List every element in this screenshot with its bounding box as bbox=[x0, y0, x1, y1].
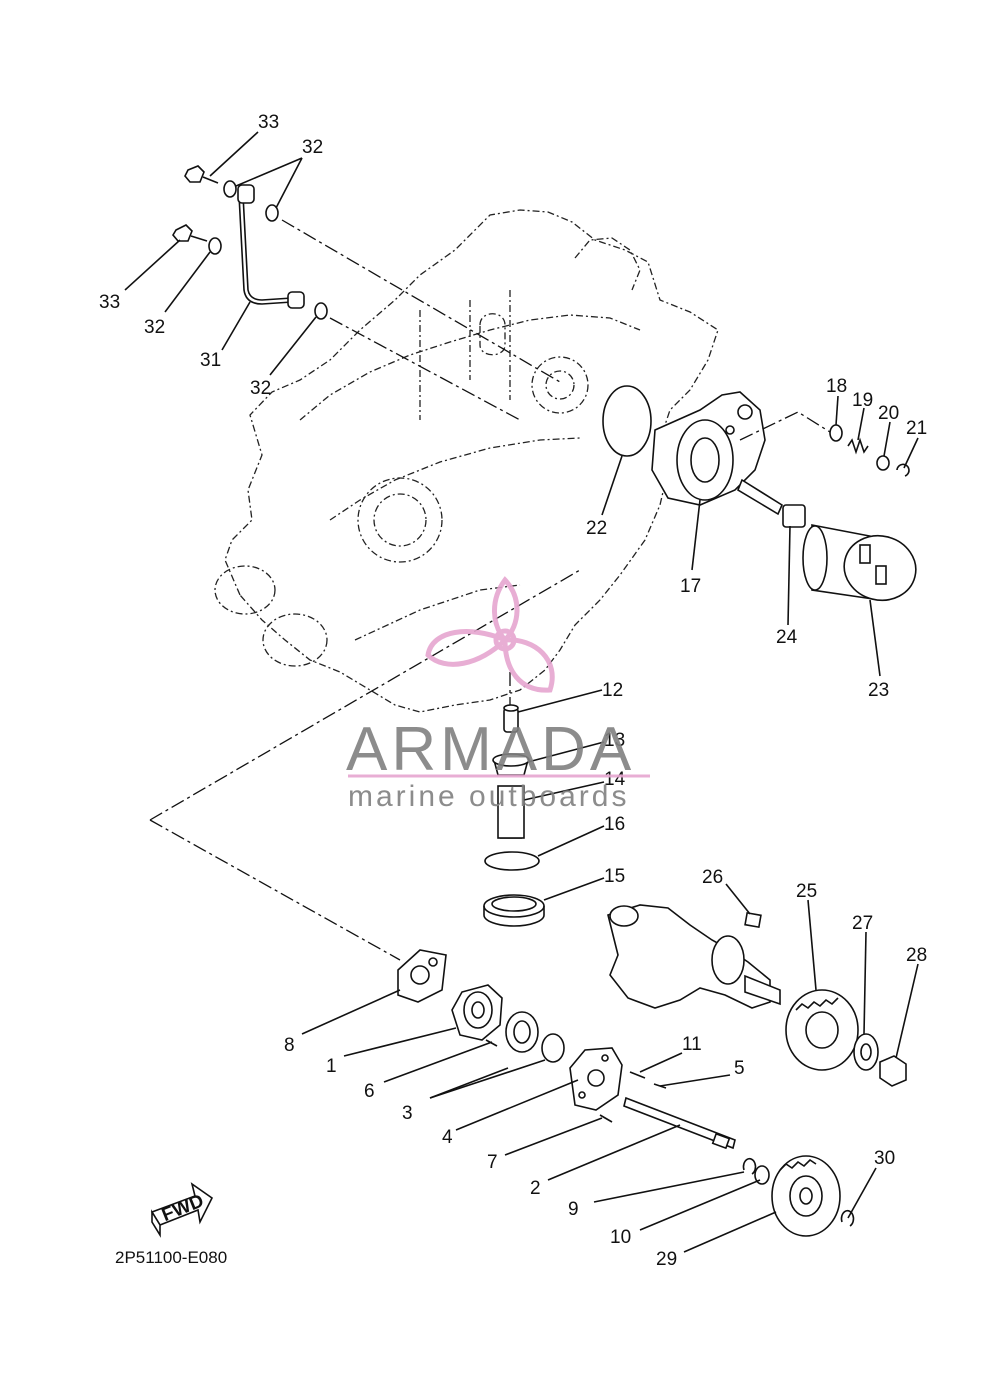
callout-12: 12 bbox=[602, 680, 623, 701]
callout-5: 5 bbox=[734, 1058, 745, 1079]
oil-pump-rotor-outer bbox=[505, 1011, 539, 1053]
oil-pump-rotor-inner bbox=[541, 1033, 565, 1063]
armada-name: ARMADA bbox=[346, 715, 635, 784]
callout-26: 26 bbox=[702, 867, 723, 888]
oil-delivery-pipe bbox=[237, 184, 305, 309]
callout-2: 2 bbox=[530, 1178, 541, 1199]
callout-32-left: 32 bbox=[144, 317, 165, 338]
oil-pump-gasket bbox=[397, 949, 447, 1003]
callout-10: 10 bbox=[610, 1227, 631, 1248]
oil-strainer-bolt bbox=[503, 704, 519, 733]
water-pump-housing bbox=[607, 904, 781, 1009]
callout-33-upper: 33 bbox=[258, 112, 279, 133]
armada-logo-mark bbox=[425, 576, 555, 693]
nut-28 bbox=[879, 1055, 907, 1087]
leader-lines bbox=[124, 131, 919, 1253]
fwd-arrow: FWD bbox=[150, 1182, 214, 1238]
circlip-9 bbox=[742, 1157, 757, 1175]
callout-8: 8 bbox=[284, 1035, 295, 1056]
strainer-spring bbox=[497, 785, 525, 839]
screw-11 bbox=[629, 1071, 646, 1079]
callout-27: 27 bbox=[852, 913, 873, 934]
washer-10 bbox=[754, 1165, 770, 1185]
drive-shaft-2 bbox=[623, 1096, 736, 1150]
callout-7: 7 bbox=[487, 1152, 498, 1173]
callout-13: 13 bbox=[604, 730, 625, 751]
callout-31: 31 bbox=[200, 350, 221, 371]
callout-11: 11 bbox=[682, 1034, 702, 1055]
callout-21: 21 bbox=[906, 418, 927, 439]
callout-16: 16 bbox=[604, 814, 625, 835]
relief-valve-set bbox=[829, 424, 910, 477]
callout-15: 15 bbox=[604, 866, 625, 887]
union-bolt-lower bbox=[172, 224, 208, 242]
callout-32-upper: 32 bbox=[302, 137, 323, 158]
gasket-washers bbox=[208, 180, 328, 320]
screw-7 bbox=[599, 1114, 613, 1123]
callout-32-right: 32 bbox=[250, 378, 271, 399]
callout-17: 17 bbox=[680, 576, 701, 597]
callout-14: 14 bbox=[604, 769, 626, 790]
callout-numbers: 33 32 33 32 31 32 18 19 20 21 22 17 24 2… bbox=[99, 112, 927, 1270]
callout-29: 29 bbox=[656, 1249, 677, 1270]
oil-pump-cover bbox=[569, 1047, 623, 1111]
key-26 bbox=[744, 911, 762, 929]
o-ring-16 bbox=[484, 851, 540, 871]
diagram-code: 2P51100-E080 bbox=[115, 1248, 227, 1267]
oil-filter-stud bbox=[737, 478, 806, 528]
circlip-30 bbox=[840, 1209, 855, 1227]
lock-washer-27 bbox=[853, 1033, 879, 1071]
callout-25: 25 bbox=[796, 881, 817, 902]
oil-seal-15 bbox=[483, 894, 545, 927]
oil-pump-housing bbox=[451, 984, 503, 1041]
oil-filter-cartridge bbox=[802, 524, 917, 602]
callout-28: 28 bbox=[906, 945, 927, 966]
impeller-gear-25 bbox=[785, 989, 859, 1071]
callout-19: 19 bbox=[852, 390, 873, 411]
callout-22: 22 bbox=[586, 518, 607, 539]
callout-18: 18 bbox=[826, 376, 847, 397]
callout-4: 4 bbox=[442, 1127, 453, 1148]
callout-3: 3 bbox=[402, 1103, 413, 1124]
union-bolt-upper bbox=[184, 165, 219, 184]
oil-filter-housing bbox=[651, 391, 766, 506]
armada-tagline: marine outboards bbox=[348, 780, 629, 813]
armada-watermark: ARMADA marine outboards bbox=[346, 576, 650, 813]
o-ring-22 bbox=[602, 385, 652, 457]
callout-6: 6 bbox=[364, 1081, 375, 1102]
callout-23: 23 bbox=[868, 680, 889, 701]
callout-20: 20 bbox=[878, 403, 899, 424]
callout-1: 1 bbox=[326, 1056, 337, 1077]
driven-gear-29 bbox=[771, 1155, 841, 1237]
callout-9: 9 bbox=[568, 1199, 579, 1220]
callout-33-lower: 33 bbox=[99, 292, 120, 313]
crankcase-outline bbox=[214, 209, 719, 713]
callout-30: 30 bbox=[874, 1148, 895, 1169]
callout-24: 24 bbox=[776, 627, 798, 648]
